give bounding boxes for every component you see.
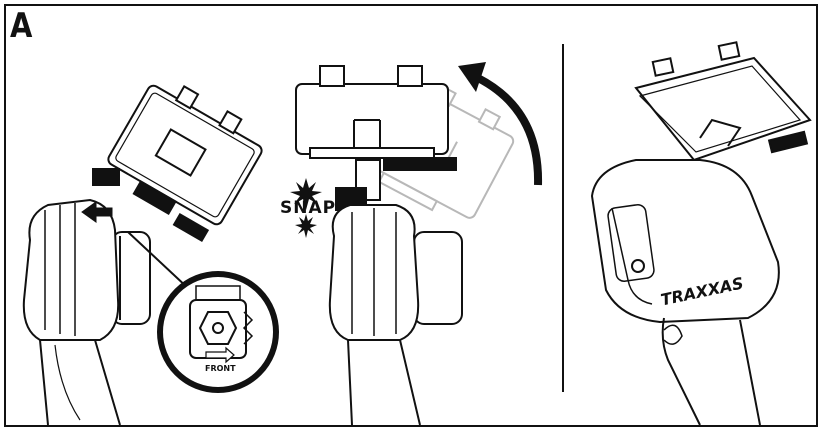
panel-label: A — [10, 6, 33, 46]
left-clamp — [92, 168, 210, 243]
left-mount-plate — [107, 84, 263, 226]
rotate-arrow — [458, 62, 543, 186]
right-mount-plate — [634, 41, 812, 162]
front-label: FRONT — [205, 364, 236, 373]
left-transmitter — [22, 198, 151, 426]
middle-transmitter — [328, 204, 463, 426]
snap-label: SNAP — [280, 198, 337, 218]
zoom-inset — [157, 271, 279, 393]
right-transmitter — [590, 159, 780, 426]
middle-stem — [335, 157, 457, 211]
middle-mount-plate — [295, 65, 449, 159]
insert-arrow — [81, 201, 113, 223]
snap-burst — [290, 178, 322, 238]
panel-divider — [562, 44, 564, 392]
zoom-leader — [127, 231, 191, 291]
